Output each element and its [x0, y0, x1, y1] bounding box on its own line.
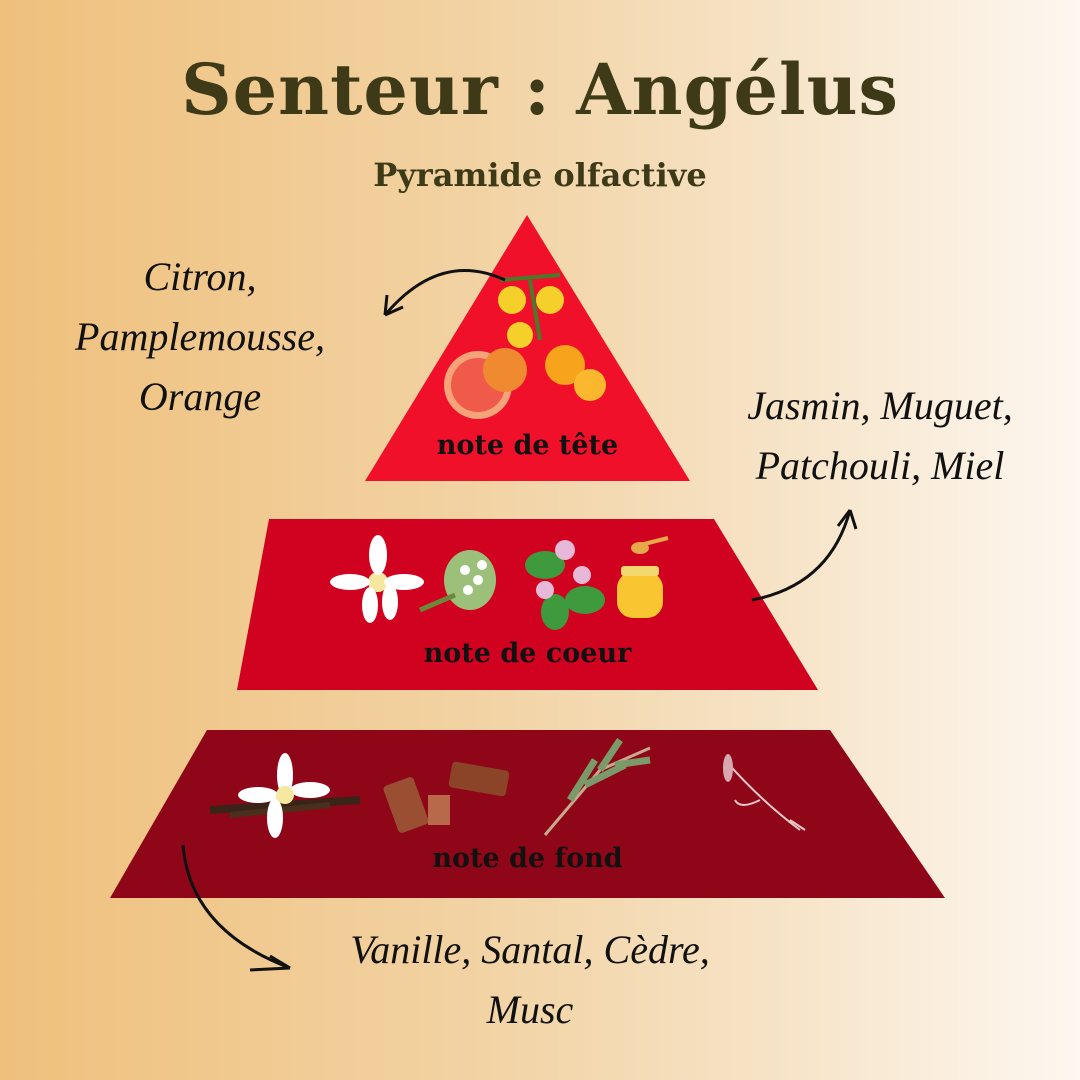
patchouli-icon [525, 540, 605, 630]
musk-icon [723, 754, 806, 831]
tier-label-base: note de fond [432, 843, 623, 874]
vanilla-icon [209, 753, 361, 838]
note-item: Pamplemousse, [75, 314, 325, 359]
note-item: Musc [486, 987, 574, 1032]
page-subtitle: Pyramide olfactive [373, 156, 707, 194]
heart-notes-list: Jasmin, Muguet, Patchouli, Miel [710, 376, 1050, 496]
note-item: Vanille, Santal, Cèdre, [350, 927, 710, 972]
citrus-icon [444, 273, 606, 419]
page-title: Senteur : Angélus [181, 48, 899, 131]
jasmine-icon [330, 535, 424, 623]
lily-of-the-valley-icon [419, 550, 496, 613]
base-notes-list: Vanille, Santal, Cèdre, Musc [300, 920, 760, 1040]
tier-label-top: note de tête [436, 430, 619, 461]
note-item: Patchouli, Miel [755, 443, 1005, 488]
note-item: Citron, [143, 254, 257, 299]
sandalwood-icon [383, 761, 510, 833]
cedar-icon [543, 738, 651, 836]
note-item: Orange [138, 374, 262, 419]
top-notes-list: Citron, Pamplemousse, Orange [60, 247, 340, 427]
honey-icon [617, 536, 669, 618]
tier-label-middle: note de coeur [423, 638, 632, 669]
top-tier [365, 215, 690, 481]
note-item: Jasmin, Muguet, [747, 383, 1013, 428]
arrow-icon [181, 269, 858, 972]
